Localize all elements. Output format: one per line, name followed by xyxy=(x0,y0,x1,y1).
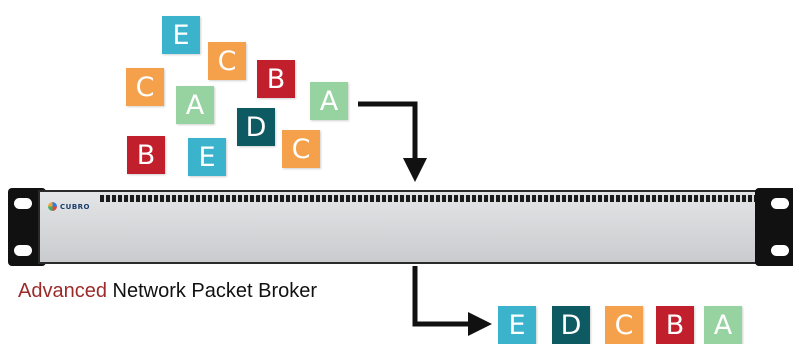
input-packet-c: C xyxy=(208,42,246,80)
input-arrow xyxy=(358,101,418,160)
brand-logo-text: CUBRO xyxy=(60,202,90,211)
mount-hole xyxy=(14,198,32,209)
output-arrow xyxy=(412,266,470,327)
rack-ear-right xyxy=(755,188,793,266)
mount-hole xyxy=(771,198,789,209)
output-packet-b: B xyxy=(656,306,694,344)
input-arrowhead xyxy=(403,158,427,182)
input-packet-c: C xyxy=(126,68,164,106)
output-packet-c: C xyxy=(605,306,643,344)
caption: Advanced Network Packet Broker xyxy=(18,280,317,303)
output-packet-d: D xyxy=(552,306,590,344)
cubro-logo-icon xyxy=(48,202,57,211)
output-packet-a: A xyxy=(704,306,742,344)
input-packet-d: D xyxy=(237,108,275,146)
output-packet-e: E xyxy=(498,306,536,344)
input-packet-a: A xyxy=(310,82,348,120)
input-packet-a: A xyxy=(176,86,214,124)
caption-rest: Network Packet Broker xyxy=(106,280,318,302)
caption-accent: Advanced xyxy=(18,280,107,302)
input-packet-b: B xyxy=(257,60,295,98)
vent-strip xyxy=(100,195,759,202)
brand-logo: CUBRO xyxy=(48,202,90,211)
mount-hole xyxy=(14,245,32,256)
input-packet-e: E xyxy=(162,16,200,54)
output-arrowhead xyxy=(468,312,492,336)
mount-hole xyxy=(771,245,789,256)
input-packet-e: E xyxy=(188,138,226,176)
device-chassis: CUBRO xyxy=(38,190,765,264)
input-packet-c: C xyxy=(282,130,320,168)
network-packet-broker: CUBRO xyxy=(8,188,793,266)
input-packet-b: B xyxy=(127,136,165,174)
